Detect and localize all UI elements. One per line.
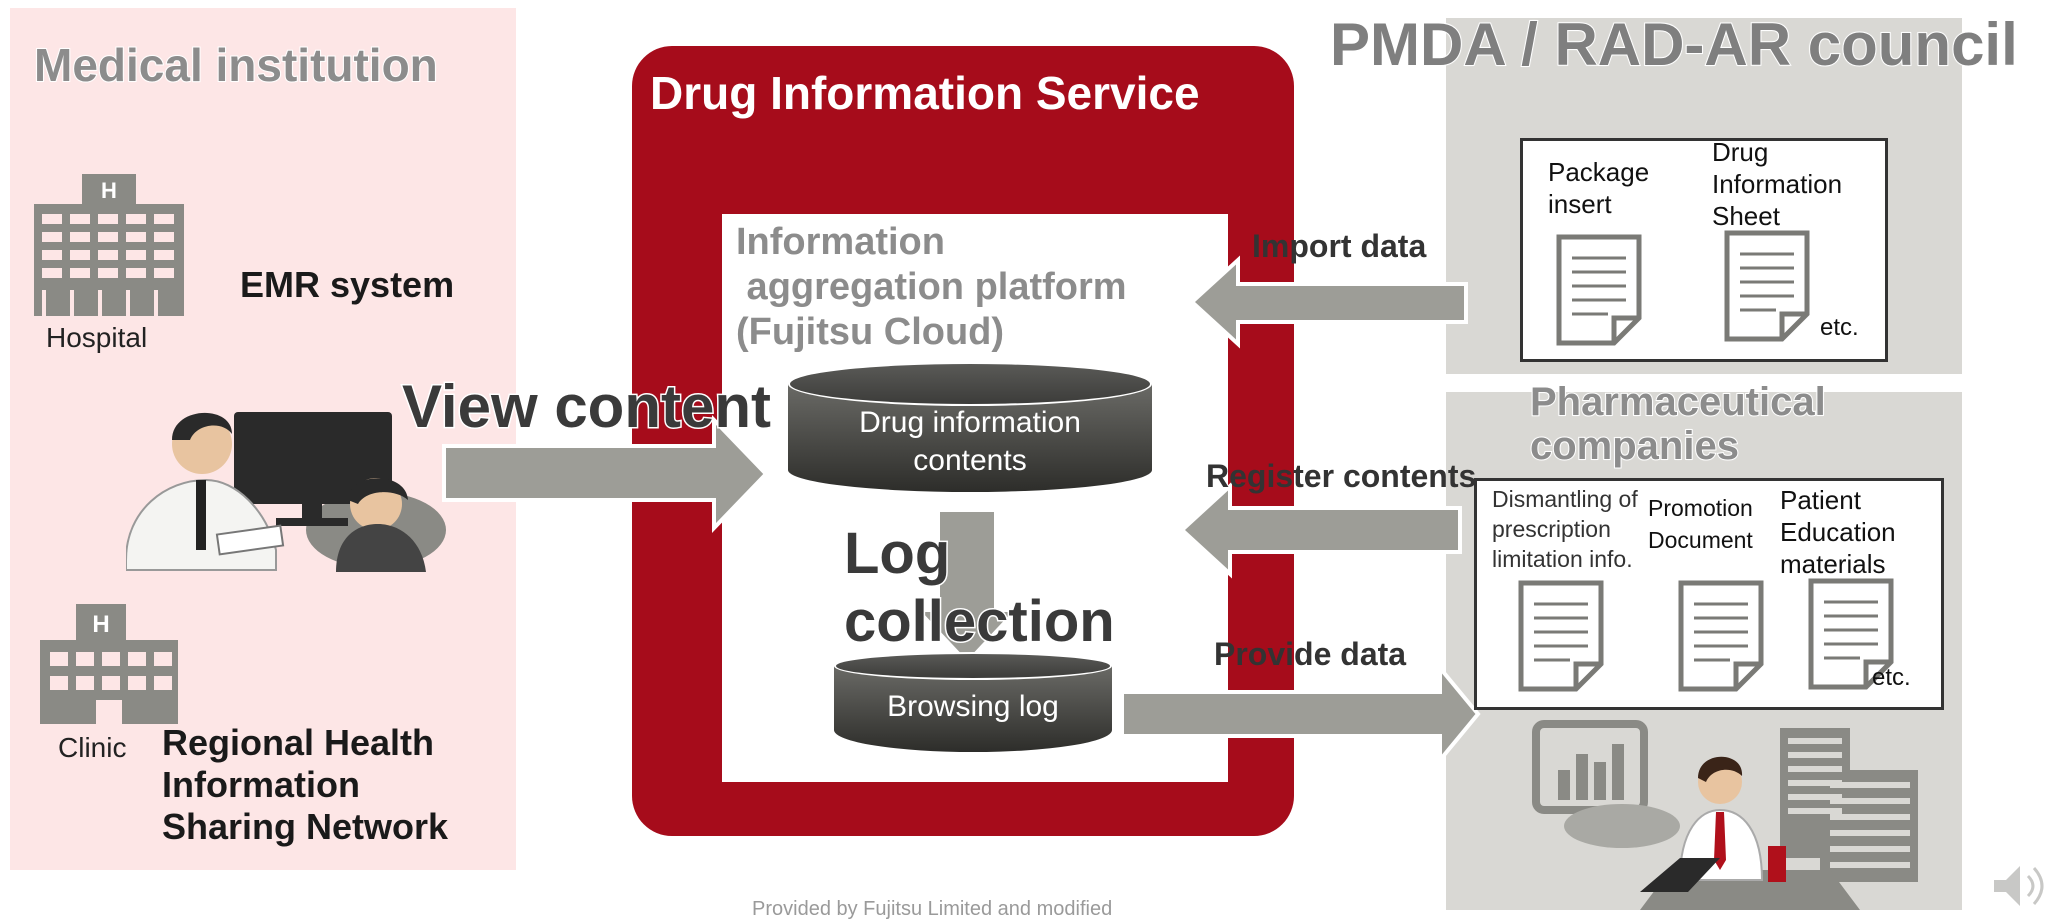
log-collection-line: Log <box>843 520 952 588</box>
browsing-log-database: Browsing log <box>834 652 1112 752</box>
provide-data-arrow <box>1120 662 1481 766</box>
import-data-label: Import data <box>1252 228 1427 264</box>
register-arrow <box>1179 481 1462 579</box>
dismantling-line: Dismantling of <box>1492 486 1638 512</box>
dismantling-document-icon <box>1518 580 1604 692</box>
drug-info-sheet-line: Information <box>1712 169 1843 199</box>
package-insert-line: Package <box>1548 157 1650 187</box>
log-collection-line: collection <box>843 588 1117 656</box>
patient-education-document-icon <box>1808 578 1894 690</box>
hospital-label: Hospital <box>46 322 148 353</box>
view-content-label: View content <box>401 372 773 442</box>
analyst-office-icon <box>1532 720 1918 910</box>
doctor-patient-icon <box>126 412 446 572</box>
promotion-document-icon <box>1678 580 1764 692</box>
regional-network-line: Information <box>162 764 360 805</box>
log-collection-label: Log collection <box>843 520 1117 656</box>
patient-education-line: materials <box>1780 549 1886 579</box>
hospital-building-icon: H <box>34 174 184 316</box>
drug-info-sheet-line: Sheet <box>1712 201 1780 228</box>
etc-label-bottom: etc. <box>1872 664 1911 691</box>
provide-data-label: Provide data <box>1214 636 1407 672</box>
browsing-log-label: Browsing log <box>887 690 1059 723</box>
drug-contents-label: Drug information contents <box>788 404 1152 480</box>
pharma-title: Pharmaceutical companies <box>1529 379 1827 469</box>
speaker-icon <box>1994 866 2044 906</box>
platform-title-line: (Fujitsu Cloud) <box>736 311 1005 353</box>
emr-system-label: EMR system <box>240 264 455 305</box>
promotion-line: Promotion <box>1648 495 1753 521</box>
svg-text:H: H <box>101 178 117 203</box>
package-insert-document-icon <box>1556 234 1642 346</box>
clinic-label: Clinic <box>58 732 127 763</box>
patient-education-line: Patient <box>1780 485 1861 515</box>
platform-title-line: aggregation platform <box>736 266 1127 308</box>
pharma-title-line: Pharmaceutical <box>1529 379 1827 425</box>
drug-info-sheet-line: Drug <box>1712 137 1769 167</box>
drug-info-sheet-document-icon <box>1724 230 1810 342</box>
patient-education-label: Patient Education materials <box>1780 484 1896 580</box>
dismantling-line: prescription <box>1492 516 1611 542</box>
regional-network-line: Sharing Network <box>162 806 449 847</box>
dismantling-label: Dismantling of prescription limitation i… <box>1492 484 1638 574</box>
medical-institution-title: Medical institution <box>33 38 439 92</box>
drug-contents-line: contents <box>913 444 1027 477</box>
drug-contents-database: Drug information contents <box>788 362 1152 492</box>
service-title: Drug Information Service <box>650 67 1200 119</box>
pharma-title-line: companies <box>1529 423 1740 469</box>
etc-label-top: etc. <box>1820 314 1859 341</box>
drug-contents-line: Drug information <box>859 406 1081 439</box>
patient-education-line: Education <box>1780 517 1896 547</box>
promotion-document-label: Promotion Document <box>1648 492 1753 556</box>
regional-network-label: Regional Health Information Sharing Netw… <box>162 722 448 848</box>
promotion-line: Document <box>1648 527 1753 553</box>
dismantling-line: limitation info. <box>1492 546 1633 572</box>
regional-network-line: Regional Health <box>162 722 435 763</box>
log-collection-arrow <box>922 512 1012 660</box>
drug-information-sheet-label: Drug Information Sheet <box>1712 136 1842 228</box>
package-insert-line: insert <box>1548 189 1612 219</box>
platform-title-line: Information <box>736 221 945 263</box>
import-arrow <box>1189 255 1468 349</box>
package-insert-label: Package insert <box>1548 156 1649 220</box>
view-content-arrow <box>442 415 769 533</box>
pmda-title: PMDA / RAD-AR council <box>1329 10 2019 79</box>
register-contents-label: Register contents <box>1206 458 1477 494</box>
platform-title: Information aggregation platform (Fujits… <box>736 220 1127 355</box>
clinic-building-icon: H <box>40 604 178 724</box>
svg-text:H: H <box>92 611 109 638</box>
